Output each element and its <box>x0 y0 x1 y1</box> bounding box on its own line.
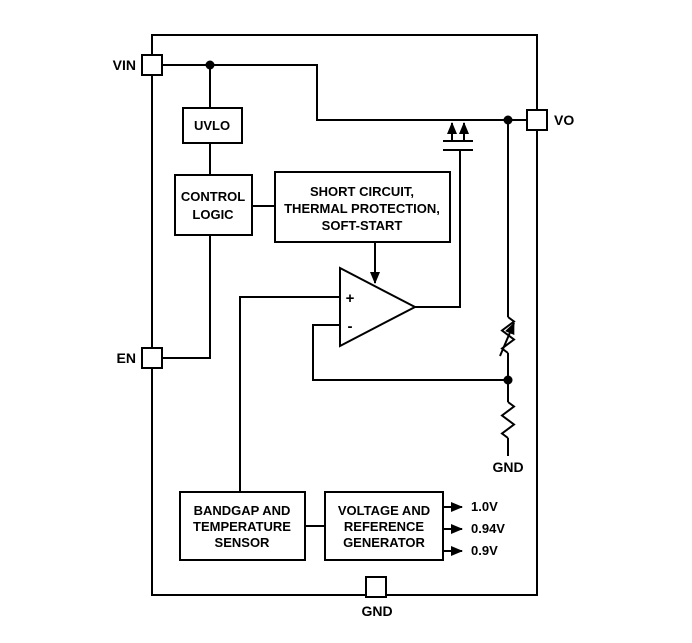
reference-line3: GENERATOR <box>343 535 425 550</box>
opamp-minus-label: - <box>348 318 353 335</box>
ref-output-label-1: 1.0V <box>471 499 498 514</box>
uvlo-block: UVLO <box>182 107 243 144</box>
gnd-pin <box>365 576 387 598</box>
bandgap-line1: BANDGAP AND <box>194 503 291 518</box>
reference-outputs: 1.0V 0.94V 0.9V <box>443 499 505 558</box>
protection-box <box>274 171 451 243</box>
functional-blocks: UVLO CONTROL LOGIC SHORT CIRCUIT, THERMA… <box>174 107 451 561</box>
bandgap-line3: SENSOR <box>215 535 271 550</box>
pass-transistor <box>443 122 473 151</box>
amp-output-to-gate-wire <box>415 150 461 308</box>
control-logic-box <box>174 174 253 236</box>
feedback-to-amp-minus-wire <box>312 324 508 381</box>
reference-line1: VOLTAGE AND <box>338 503 430 518</box>
control-logic-line1: CONTROL <box>181 189 245 204</box>
chip-boundary <box>151 34 538 596</box>
bandgap-box <box>179 491 306 561</box>
vin-junction-dot <box>205 60 215 70</box>
opamp-plus-label: + <box>346 290 355 307</box>
wires <box>162 64 527 527</box>
ref-output-label-2: 0.94V <box>471 521 505 536</box>
vo-pin-label: VO <box>554 112 574 128</box>
protection-line1: SHORT CIRCUIT, <box>310 184 414 199</box>
protection-line3: SOFT-START <box>322 218 403 233</box>
reference-generator-block: VOLTAGE AND REFERENCE GENERATOR <box>324 491 444 561</box>
gnd-pin-label: GND <box>361 603 392 619</box>
en-pin-label: EN <box>117 350 136 366</box>
ref-output-label-3: 0.9V <box>471 543 498 558</box>
variable-resistor-arrow <box>499 322 515 357</box>
en-pin <box>141 347 163 369</box>
reference-box <box>324 491 444 561</box>
bandgap-line2: TEMPERATURE <box>193 519 291 534</box>
vo-junction-dot <box>503 115 513 125</box>
pins: VIN EN VO GND <box>113 54 574 619</box>
vin-pin <box>141 54 163 76</box>
bottom-feedback-resistor <box>500 401 516 439</box>
error-amplifier: + - <box>339 266 418 348</box>
bandgap-block: BANDGAP AND TEMPERATURE SENSOR <box>179 491 306 561</box>
control-logic-block: CONTROL LOGIC <box>174 174 253 236</box>
protection-block: SHORT CIRCUIT, THERMAL PROTECTION, SOFT-… <box>274 171 451 243</box>
bandgap-to-amp-plus-wire <box>239 296 340 492</box>
en-to-control-wire <box>162 235 211 359</box>
vin-supply-wire <box>162 64 527 121</box>
uvlo-box <box>182 107 243 144</box>
feedback-junction-dot <box>503 375 513 385</box>
vo-pin <box>526 109 548 131</box>
control-logic-line2: LOGIC <box>192 207 234 222</box>
reference-line2: REFERENCE <box>344 519 425 534</box>
divider-gnd-label: GND <box>492 459 523 475</box>
uvlo-label: UVLO <box>194 118 230 133</box>
opamp-triangle <box>339 266 418 348</box>
resistor-divider: GND <box>492 316 524 475</box>
protection-line2: THERMAL PROTECTION, <box>284 201 440 216</box>
vin-pin-label: VIN <box>113 57 136 73</box>
junction-dots <box>205 60 513 385</box>
